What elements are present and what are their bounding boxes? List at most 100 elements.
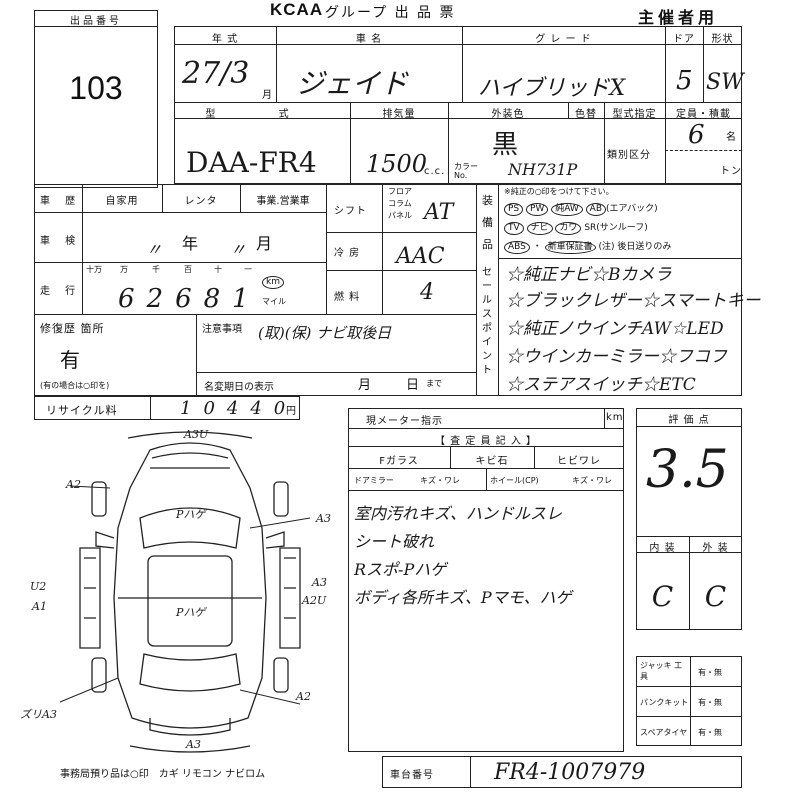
sales-point-4: ☆ウインカーミラー☆フコフ — [506, 347, 727, 367]
spare-tire-value: 有・無 — [698, 728, 722, 737]
sales-point-1: ☆純正ナビ☆Bカメラ — [506, 265, 672, 285]
equipment-label: 装備品 — [482, 194, 493, 251]
car-name-value: ジェイド — [296, 67, 409, 100]
puncture-kit-value: 有・無 — [698, 698, 722, 707]
history-grid — [34, 184, 742, 396]
diagram-mark-rear-left: ズリA3 — [20, 708, 57, 721]
car-name-label: 車 名 — [355, 34, 383, 45]
name-change-suffix: まで — [426, 379, 442, 388]
displacement-unit: c.c. — [424, 166, 446, 177]
meter-label: 現メーター指示 — [366, 416, 443, 427]
inspector-note-2: シート破れ — [354, 532, 435, 551]
caution-label: 注意事項 — [202, 324, 242, 335]
color-change-label: 色替 — [575, 109, 597, 120]
category-label: 類別区分 — [607, 150, 651, 161]
body-value: SW — [706, 70, 744, 95]
door-mirror-label: ドアミラー — [354, 476, 394, 485]
brand-logo: KCAA — [270, 0, 324, 19]
inspector-note-4: ボディ各所キズ、Pマモ、ハゲ — [354, 588, 572, 607]
shift-panel: パネル — [388, 211, 412, 220]
wheel-label: ホイール(CP) — [490, 476, 539, 485]
history-label: 車 歴 — [40, 196, 82, 207]
diagram-paint-mark-roof: Pハゲ — [176, 606, 206, 619]
shift-value: AT — [424, 200, 454, 225]
interior-label: 内 装 — [649, 543, 676, 554]
score-label: 評 価 点 — [668, 415, 710, 426]
year-value: 27/3 — [182, 56, 250, 91]
doors-label: ドア — [673, 34, 695, 45]
inspection-year-unit: 年 — [182, 234, 199, 253]
organizer-label: 主催者用 — [638, 8, 719, 27]
ac-label: 冷 房 — [334, 248, 361, 259]
recycle-box — [34, 396, 300, 420]
mileage-digit-1k: 千 — [152, 265, 160, 274]
mileage-value: 62681 — [118, 284, 261, 314]
inspector-box — [348, 408, 624, 752]
vehicle-info-grid — [174, 26, 742, 184]
shift-floor: フロア — [388, 187, 412, 196]
inspector-header: 【 査 定 員 記 入 】 — [434, 436, 538, 447]
sales-point-2: ☆ブラックレザー☆スマートキー — [506, 291, 761, 311]
front-glass-label: Fガラス — [379, 456, 419, 467]
capacity-value: 6 — [688, 120, 705, 150]
office-items: 事務局預り品は○印 カギ リモコン ナビロム — [60, 769, 266, 780]
inspector-note-3: Rスポ-Pハゲ — [354, 560, 447, 579]
diagram-mark-right-a2u: A2U — [302, 594, 327, 607]
body-label: 形状 — [711, 34, 734, 45]
model-label: 型 式 — [205, 109, 319, 120]
mileage-digit-10: 十 — [214, 265, 222, 274]
inspection-month-mark: 〃 — [230, 240, 247, 259]
car-damage-diagram — [59, 431, 311, 753]
diagram-mark-right-a3: A3 — [312, 576, 327, 589]
sales-point-5: ☆ステアスイッチ☆ETC — [506, 375, 696, 395]
caution-value: (取)(保) ナビ取後日 — [258, 324, 392, 342]
displacement-label: 排気量 — [382, 109, 416, 120]
diagram-mark-front-left: A2 — [66, 478, 81, 491]
chassis-label: 車台番号 — [390, 770, 434, 781]
jack-label: ジャッキ 工 具 — [640, 661, 683, 681]
exterior-color-label: 外装色 — [491, 109, 525, 120]
spare-tire-label: スペアタイヤ — [640, 728, 688, 737]
capacity-label: 定員・積載 — [676, 109, 731, 120]
exterior-color-value: 黒 — [492, 130, 519, 160]
fuel-label: 燃 料 — [334, 292, 361, 303]
mileage-digit-100k: 十万 — [86, 265, 102, 274]
diagram-paint-mark-hood: Pハゲ — [176, 508, 206, 521]
repair-label: 修復歴 箇所 — [40, 322, 105, 335]
lot-number-value: 103 — [69, 70, 123, 106]
puncture-kit-label: パンクキット — [640, 698, 689, 707]
ac-value: AAC — [396, 244, 445, 269]
mileage-digit-1: 一 — [244, 265, 252, 274]
mileage-mile-unit: マイル — [262, 297, 286, 306]
interior-grade: C — [651, 580, 674, 613]
exterior-grade: C — [704, 580, 727, 613]
capacity-unit: 名 — [726, 132, 737, 143]
year-month-unit: 月 — [262, 90, 273, 101]
history-business: 事業.営業車 — [256, 196, 310, 207]
shift-column: コラム — [388, 199, 412, 208]
grade-label: グ レ ー ド — [535, 34, 592, 45]
equipment-row-3: ABS ・ 新車保証書 (注) 後日送りのみ — [504, 239, 671, 254]
repair-value: 有 — [60, 348, 80, 372]
history-rental: レンタ — [184, 196, 218, 207]
year-label: 年 式 — [211, 34, 239, 45]
lot-number-box — [34, 10, 158, 188]
color-code-value: NH731P — [508, 160, 578, 179]
accessories-box — [636, 656, 742, 746]
diagram-mark-rear-bottom: A3 — [186, 738, 201, 751]
grade-value: ハイブリッドX — [478, 76, 626, 101]
equipment-note: ※純正の○印をつけて下さい。 — [504, 187, 614, 196]
inspector-note-1: 室内汚れキズ、ハンドルスレ — [354, 504, 563, 523]
chip-label: キビ石 — [475, 456, 509, 467]
inspection-month-unit: 月 — [256, 234, 273, 253]
diagram-mark-left-u2: U2 — [30, 580, 47, 593]
name-change-day: 日 — [406, 378, 420, 393]
recycle-unit: 円 — [286, 406, 297, 417]
load-unit: トン — [720, 166, 742, 177]
mileage-km-unit: km — [262, 276, 284, 289]
form-title: グループ 出 品 票 — [325, 5, 456, 21]
diagram-mark-front-top: A3U — [184, 428, 209, 441]
recycle-label: リサイクル料 — [46, 404, 118, 417]
mileage-digit-100: 百 — [184, 265, 192, 274]
lot-number-label: 出品番号 — [70, 16, 122, 27]
